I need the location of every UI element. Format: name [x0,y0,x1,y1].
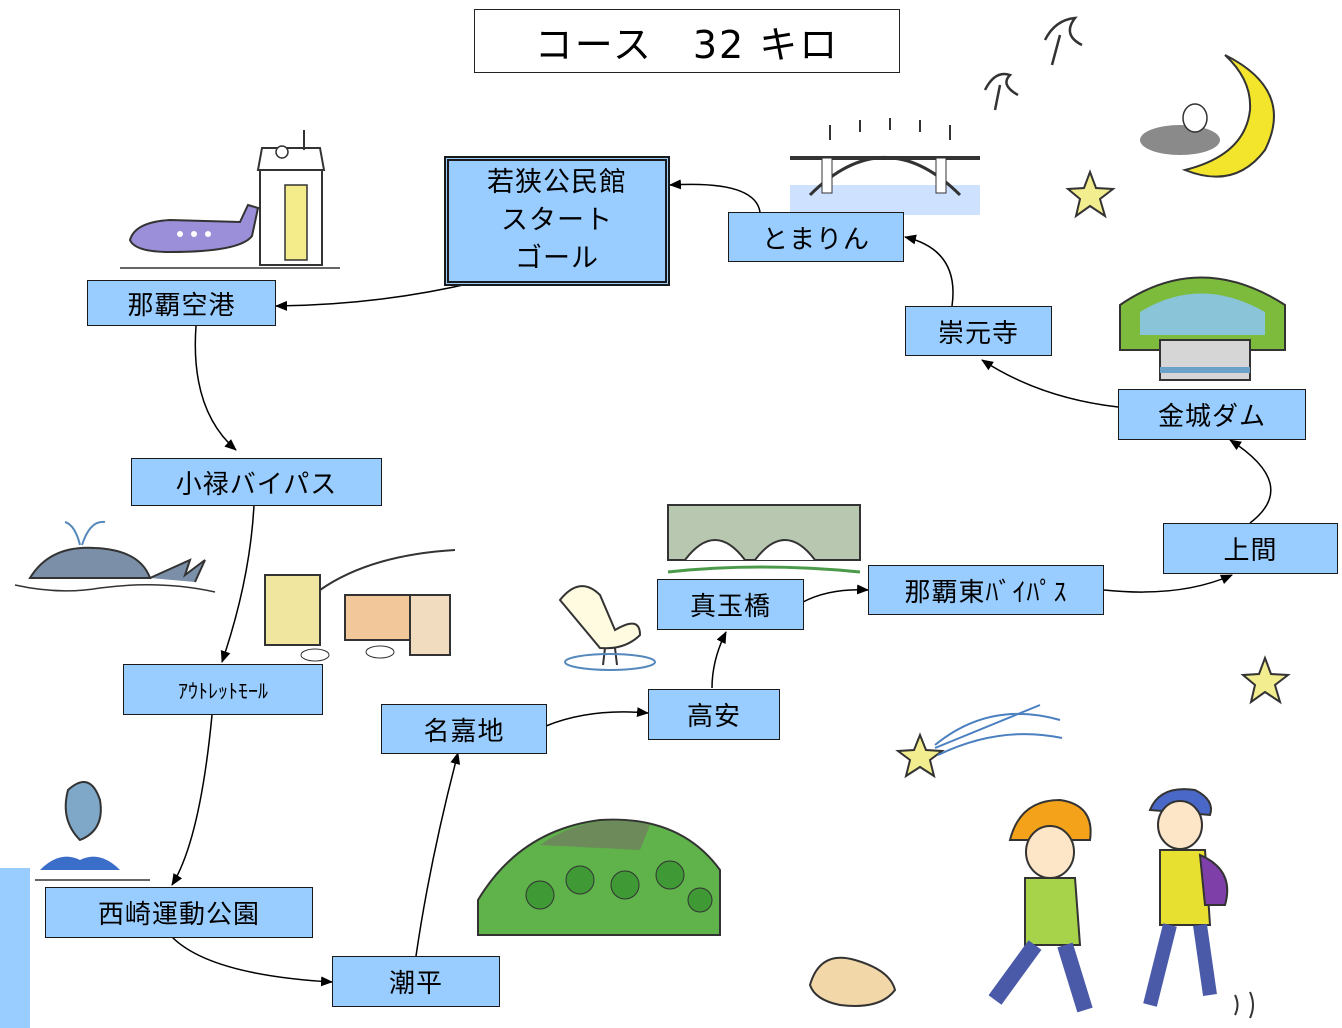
walkers-illustration [808,788,1254,1019]
birds-illustration [983,16,1083,111]
stop-naha-east-bypass: 那覇東ﾊﾞｲﾊﾟｽ [868,565,1104,615]
goal-label: ゴール [515,243,599,274]
stop-kinjo-dam: 金城ダム [1118,389,1306,440]
arrow-uema-to-kinjo-dam [1229,439,1272,524]
start-label: スタート [501,205,613,236]
bridge-illustration [790,118,980,215]
outlet-mall-illustration [264,549,456,662]
arrow-outlet-mall-to-nishizaki-park [171,714,213,886]
stop-madama-bridge: 真玉橋 [657,579,804,630]
park-hills-illustration [477,818,721,936]
arrow-kinjo-dam-to-sogenji [981,359,1119,408]
arrow-madama-bridge-to-naha-east-bypass [802,584,869,603]
stone-bridge-illustration [667,504,861,574]
stop-naha-airport: 那覇空港 [87,280,276,326]
comet-tail-illustration [934,704,1063,756]
arrow-sogenji-to-tomarin [904,234,954,307]
arrow-nakachi-to-takayasu [545,707,649,727]
bird-pond-illustration [558,585,656,671]
stop-shiohira: 潮平 [332,956,500,1007]
course-title: コース 32 キロ [474,9,900,73]
fish-illustration [35,781,150,881]
airport-illustration [120,130,340,269]
stop-nishizaki-park: 西崎運動公園 [45,887,313,938]
dam-illustration [1119,276,1286,381]
stars-illustration [895,169,1291,779]
stop-outlet-mall: ｱｳﾄﾚｯﾄﾓｰﾙ [123,664,323,715]
left-edge-panel [0,868,30,1028]
stop-oroku-bypass: 小禄バイパス [131,458,382,506]
arrow-naha-east-bypass-to-uema [1103,574,1233,593]
stop-nakachi: 名嘉地 [381,704,547,754]
moon-illustration [1140,54,1275,178]
whale-illustration [14,520,216,593]
stop-uema: 上間 [1163,523,1338,574]
stop-sogenji: 崇元寺 [905,306,1052,356]
arrow-nishizaki-park-to-shiohira [171,936,333,987]
stop-takayasu: 高安 [648,689,780,740]
start-goal-box: 若狭公民館 スタート ゴール [444,156,670,286]
arrow-oroku-bypass-to-outlet-mall [220,504,255,663]
start-location-label: 若狭公民館 [487,167,627,198]
stop-tomarin: とまりん [728,212,904,262]
arrow-shiohira-to-nakachi [415,752,461,957]
arrow-naha-airport-to-oroku-bypass [194,325,237,451]
arrow-takayasu-to-madama-bridge [711,631,727,689]
arrow-tomarin-to-start [669,179,761,213]
route-arrows [171,179,1272,987]
arrow-start-to-naha-airport [275,281,477,311]
